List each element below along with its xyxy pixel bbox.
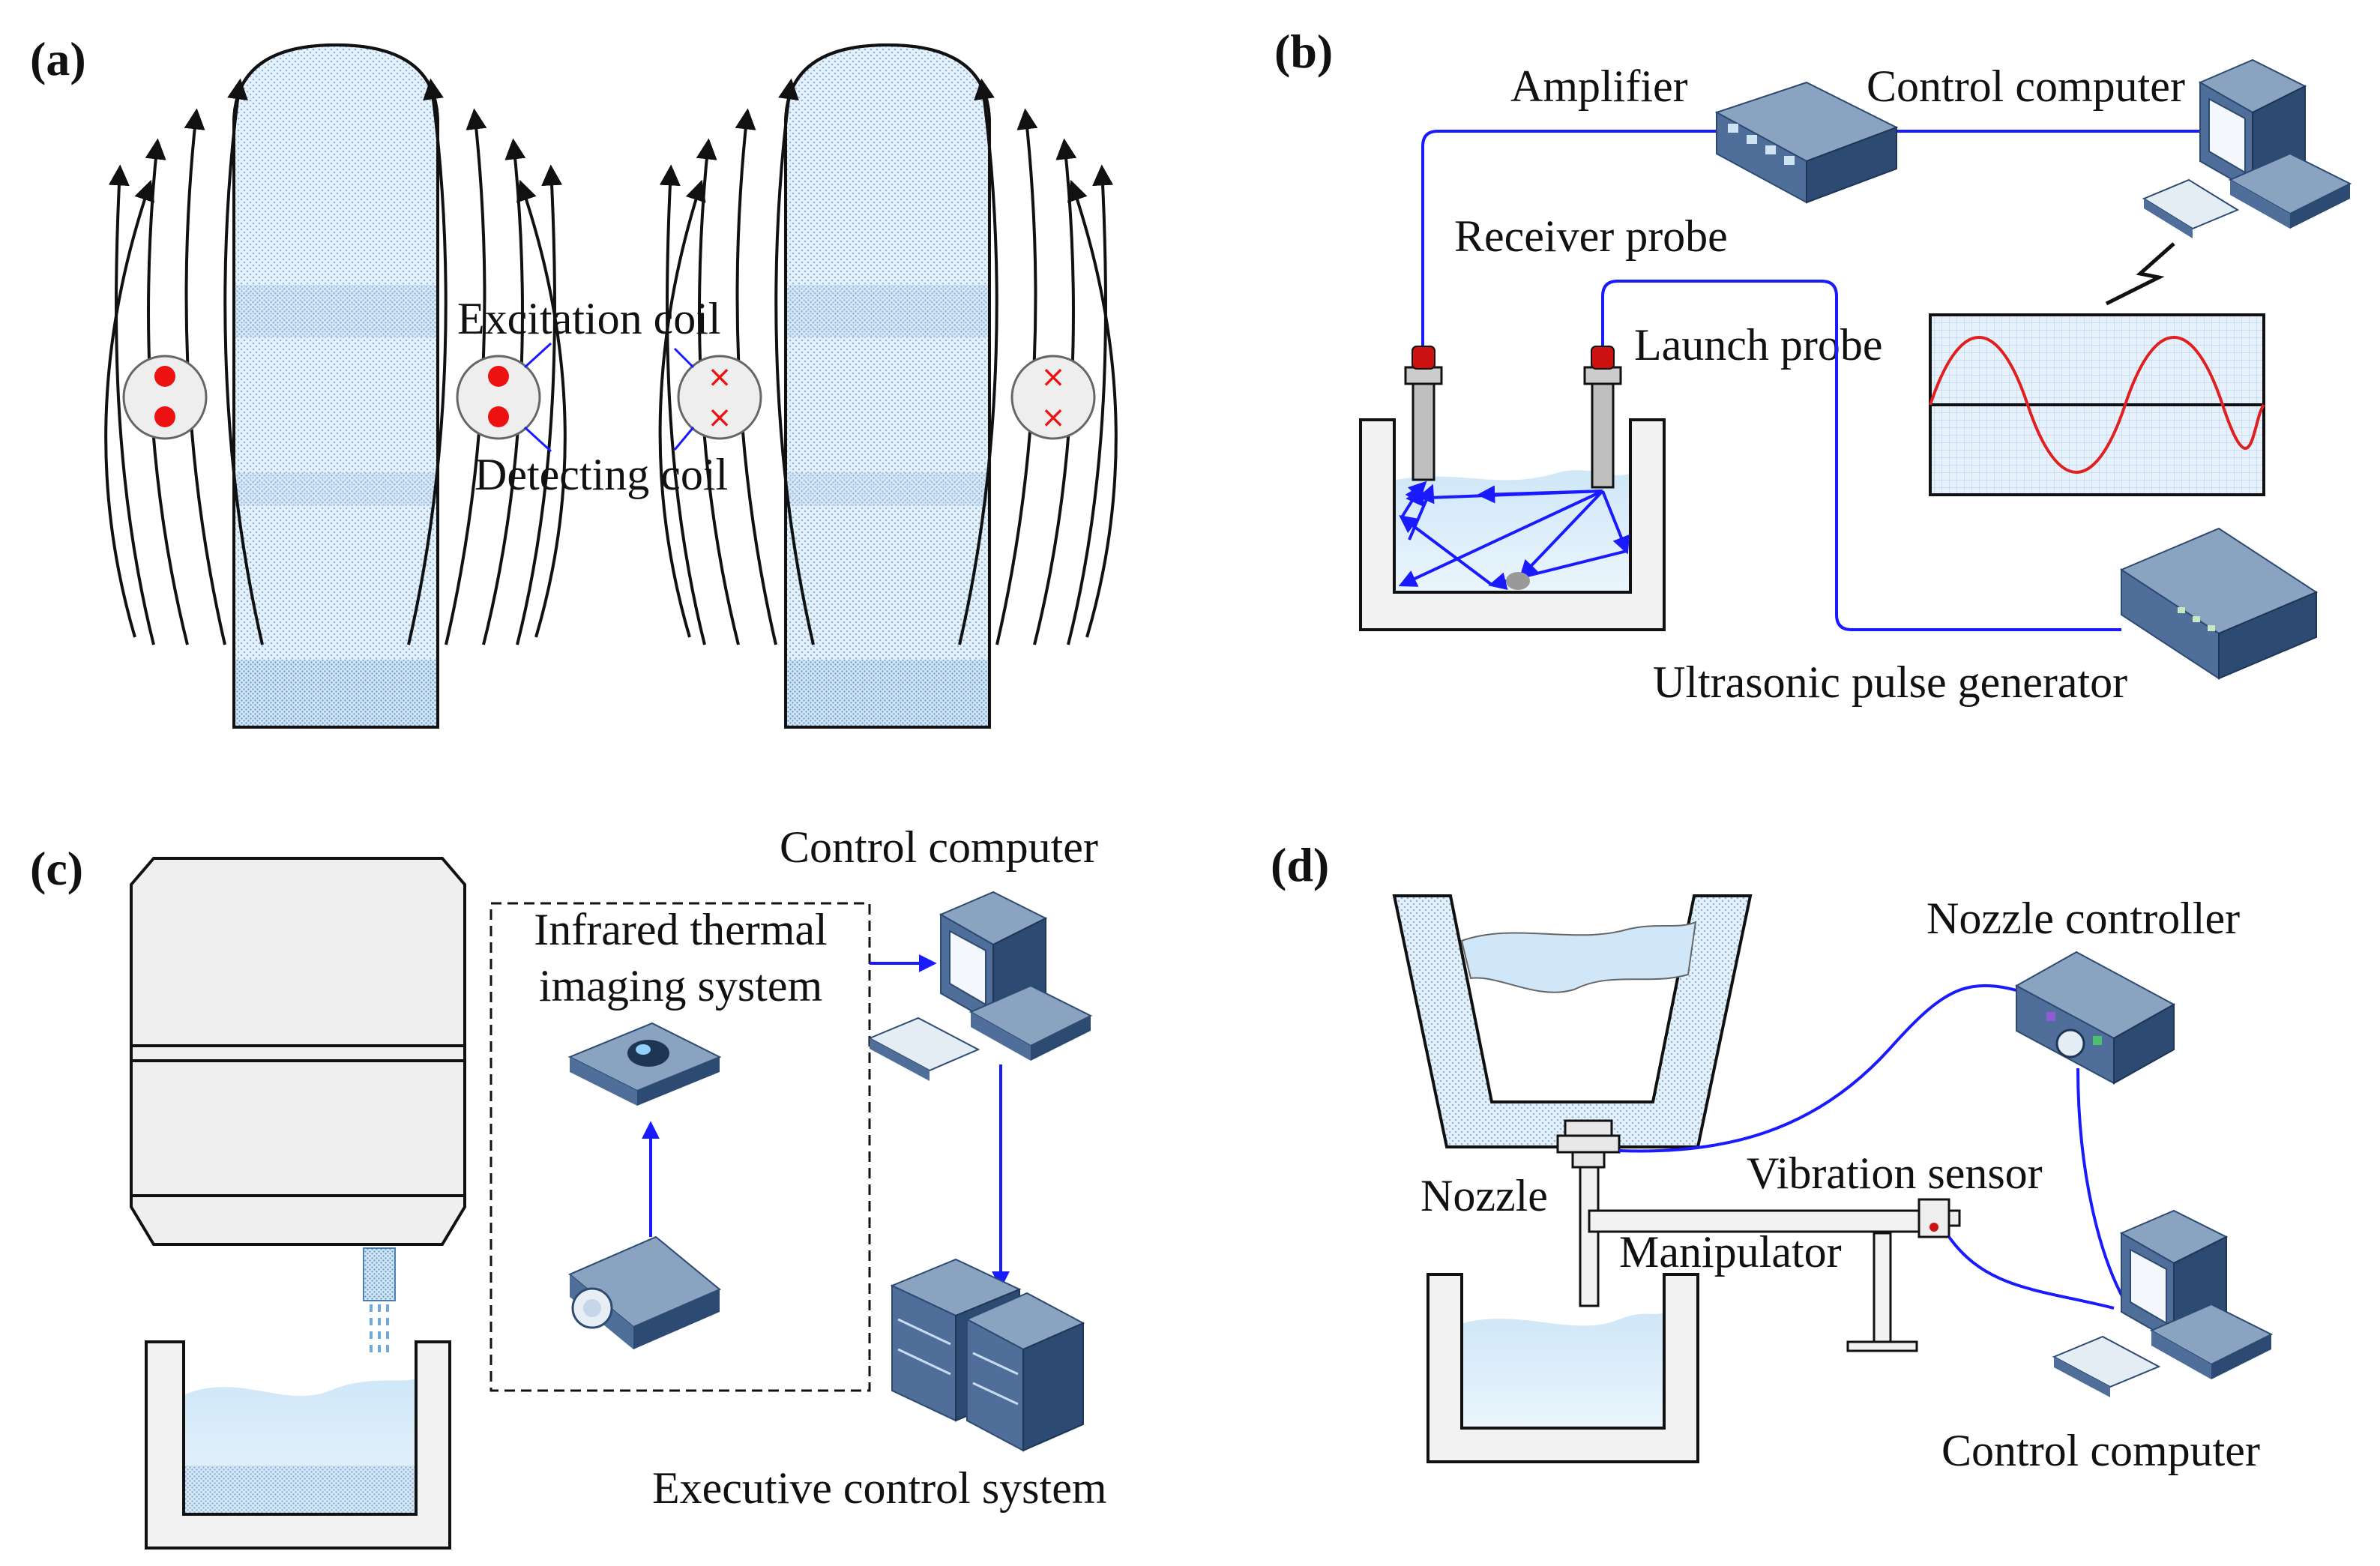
ultrasonic-rays (1398, 481, 1630, 590)
receiver-probe-label: Receiver probe (1454, 211, 1728, 261)
coil-cross-section-outer-right: × × (1010, 355, 1096, 440)
ultrasonic-pulse-generator-device (2119, 527, 2319, 680)
control-computer-label-b: Control computer (1867, 61, 2185, 111)
right-melt-column (784, 43, 991, 729)
infrared-label-line1: Infrared thermal (534, 905, 827, 954)
panel-d-label: (d) (1271, 838, 1329, 891)
receiver-probe (1404, 346, 1443, 481)
infrared-camera-device (568, 1235, 721, 1349)
panel-b: (b) Amplifier Control computer Receiver … (1274, 25, 2352, 707)
pulse-generator-label: Ultrasonic pulse generator (1653, 657, 2127, 707)
thermal-imager-device (567, 1022, 722, 1106)
panel-a-label: (a) (30, 32, 86, 85)
waveform-display (1929, 313, 2265, 496)
nozzle-label: Nozzle (1421, 1171, 1548, 1220)
wireless-link-icon (2105, 242, 2175, 306)
launch-probe (1583, 346, 1622, 489)
launch-probe-label: Launch probe (1634, 320, 1883, 370)
panel-c: (c) Infrared thermal imaging system (30, 822, 1107, 1550)
casting-mold (1427, 1273, 1699, 1463)
control-computer-d (2052, 1209, 2274, 1397)
svg-text:×: × (1040, 360, 1066, 394)
left-melt-column (232, 43, 439, 729)
signal-cables-b (1421, 130, 2208, 631)
executive-control-label: Executive control system (652, 1463, 1107, 1513)
panel-d: (d) (1271, 838, 2274, 1475)
control-computer-label-c: Control computer (780, 822, 1098, 872)
executive-control-servers (890, 1258, 1085, 1452)
melting-furnace (130, 857, 466, 1246)
nozzle-controller-device (2014, 951, 2176, 1085)
control-cables-d (1618, 984, 2130, 1310)
amplifier-device (1714, 81, 1899, 204)
receiving-crucible (145, 1340, 451, 1550)
vibration-sensor-device (1917, 1198, 1961, 1238)
control-computer-b (2142, 58, 2352, 238)
infrared-label-line2: imaging system (539, 961, 822, 1011)
tundish-vessel (1392, 894, 1753, 1148)
infrared-system-boundary (489, 902, 871, 1392)
coil-leader-lines (523, 342, 695, 453)
nozzle-assembly (1556, 1119, 1621, 1307)
svg-text:×: × (707, 360, 732, 394)
control-computer-label-d: Control computer (1941, 1426, 2260, 1475)
coil-cross-section-inner-right: × × (677, 355, 762, 440)
excitation-coil-label: Excitation coil (457, 294, 721, 343)
panel-b-label: (b) (1274, 25, 1333, 78)
amplifier-label: Amplifier (1510, 61, 1688, 111)
coil-cross-section-inner-left (456, 355, 541, 440)
coil-cross-section-outer-left (122, 355, 208, 440)
panel-c-label: (c) (30, 842, 83, 895)
svg-text:×: × (1040, 400, 1066, 435)
manipulator-arm (1588, 1209, 1920, 1352)
detecting-coil-label: Detecting coil (475, 450, 728, 499)
svg-text:×: × (707, 400, 732, 435)
vibration-sensor-label: Vibration sensor (1747, 1148, 2043, 1198)
nozzle-controller-label: Nozzle controller (1926, 894, 2240, 943)
defect-particle (1506, 572, 1530, 590)
manipulator-label: Manipulator (1619, 1227, 1842, 1277)
melt-stream (363, 1247, 396, 1357)
ultrasonic-tank (1359, 418, 1666, 631)
panel-a: (a) (30, 32, 1118, 729)
control-computer-c (867, 891, 1093, 1081)
